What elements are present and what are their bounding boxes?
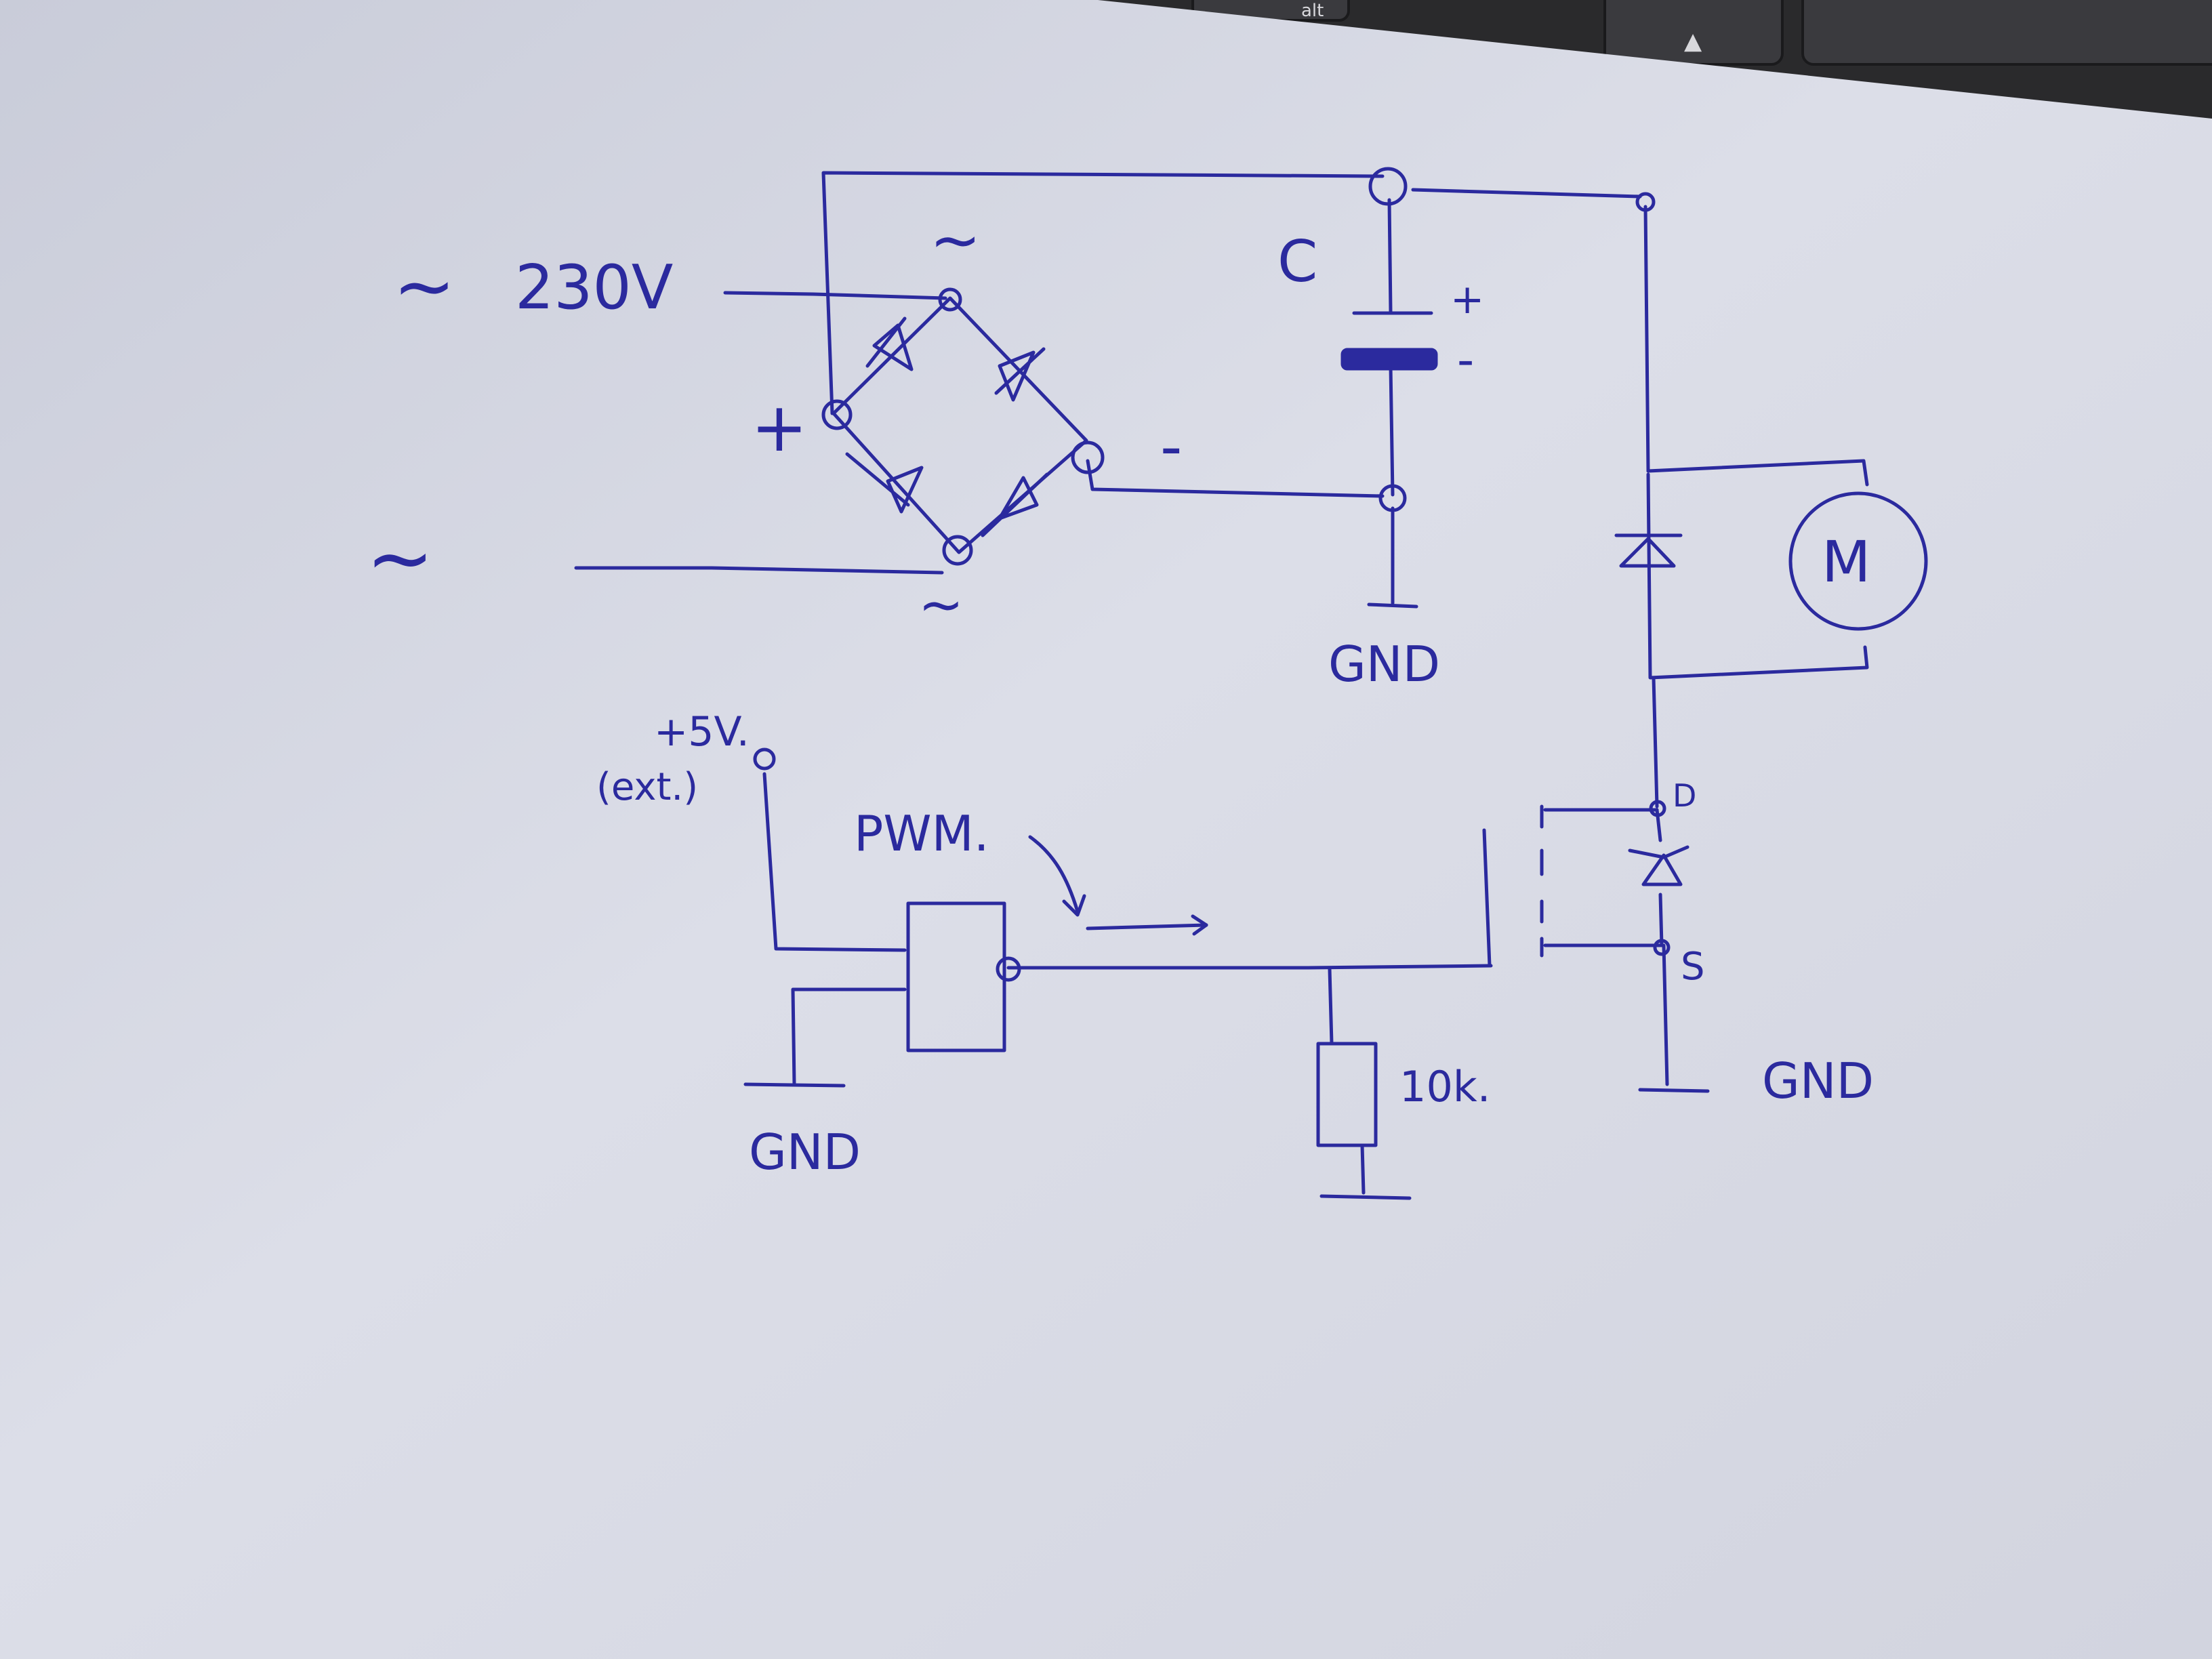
drain-label: D <box>1673 777 1696 814</box>
capacitor-label: C <box>1277 228 1317 295</box>
zener-diode-icon <box>1628 845 1689 886</box>
cap-minus-label: - <box>1457 332 1474 388</box>
source-node <box>1653 939 1671 956</box>
ac-symbol-bridge-top: ~ <box>930 205 981 276</box>
diode-4-icon <box>981 472 1049 537</box>
diode-3-icon <box>845 452 924 514</box>
motor-label: M <box>1822 529 1870 595</box>
ac-symbol-bottom-left: ~ <box>366 512 434 606</box>
bridge-plus-label: + <box>751 388 808 467</box>
driver-output-node <box>996 956 1021 982</box>
diode-2-icon <box>994 347 1046 402</box>
capacitor <box>1340 167 1438 609</box>
pulldown-resistor <box>1316 1042 1378 1147</box>
motor-icon <box>1788 491 1928 631</box>
mains-voltage-label: 230V <box>515 252 673 323</box>
schematic-wires <box>574 171 1869 1200</box>
mosfet <box>1540 800 1689 958</box>
pwm-label: PWM. <box>854 805 989 862</box>
bridge-rectifier <box>821 287 1105 566</box>
gnd-label-top: GND <box>1328 636 1440 693</box>
diode-1-icon <box>865 316 914 371</box>
bridge-node-right <box>1071 441 1105 474</box>
gate-driver <box>906 901 1021 1052</box>
cap-top-node <box>1368 167 1408 206</box>
labels: ~ 230V ~ ~ ~ + - C + - GND M +5V. (ext.)… <box>366 205 1874 1181</box>
flyback-diode-icon <box>1614 533 1683 568</box>
gnd-label-right: GND <box>1762 1052 1874 1109</box>
bridge-node-top <box>938 287 962 312</box>
flyback-diode <box>1614 533 1683 568</box>
gnd-label-left: GND <box>749 1124 861 1181</box>
drain-node <box>1649 800 1666 817</box>
key-alt-label: alt <box>1301 1 1324 21</box>
cap-plus-label: + <box>1450 276 1484 323</box>
ac-symbol-bridge-bottom: ~ <box>918 573 964 636</box>
junction-right <box>1635 192 1656 212</box>
keycap-right <box>1801 0 2212 66</box>
motor <box>1788 491 1928 631</box>
source-label: S <box>1681 945 1705 989</box>
cap-bottom-node <box>1378 484 1407 512</box>
bridge-node-left <box>821 399 853 430</box>
supply-label: +5V. <box>654 708 750 756</box>
key-up-label: ▲ <box>1684 28 1702 55</box>
supply-note-label: (ext.) <box>596 765 698 809</box>
ac-symbol-top-left: ~ <box>393 243 455 329</box>
supply-terminal <box>753 747 776 771</box>
bridge-node-bottom <box>942 535 973 566</box>
bridge-minus-label: - <box>1160 411 1182 483</box>
resistor-value-label: 10k. <box>1399 1062 1491 1111</box>
